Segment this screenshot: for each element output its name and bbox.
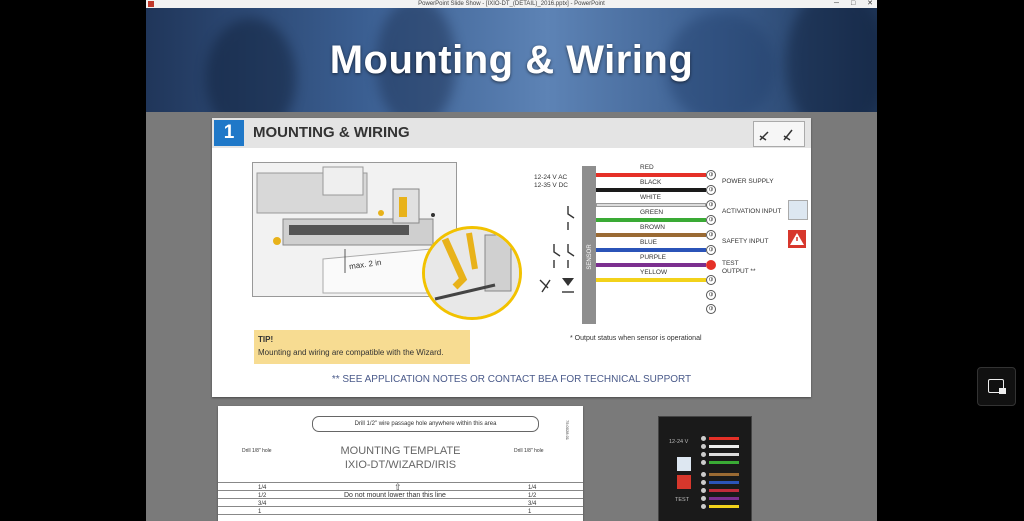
wire-label: BLACK	[640, 179, 662, 186]
voltage-label: 12-24 V AC 12-35 V DC	[534, 174, 568, 190]
window-controls: ─ □ ✕	[824, 0, 873, 8]
template-title: MOUNTING TEMPLATE IXIO-DT/WIZARD/IRIS	[218, 444, 583, 472]
activation-icon	[788, 200, 808, 220]
safety-warning-icon	[677, 475, 691, 489]
drill-hole-right-label: Drill 1/8" hole	[514, 448, 544, 454]
mounting-wiring-card: 1 MOUNTING & WIRING	[212, 118, 811, 397]
template-title-line2: IXIO-DT/WIZARD/IRIS	[344, 459, 457, 471]
slide-banner: Mounting & Wiring	[146, 8, 877, 112]
wire-line	[596, 173, 706, 177]
wire-blue: BLUE	[596, 239, 706, 256]
slideshow-window: PowerPoint Slide Show - [IXIO-DT_(DETAIL…	[146, 0, 877, 521]
wire-line	[596, 263, 706, 267]
wire-label: PURPLE	[640, 254, 667, 261]
terminal-active-icon	[706, 260, 716, 270]
slide-body: 1 MOUNTING & WIRING	[146, 112, 877, 521]
wire-line	[596, 248, 706, 252]
panel-test-label: TEST	[675, 497, 690, 503]
mounting-template: Drill 1/2" wire passage hole anywhere wi…	[218, 406, 583, 521]
step-number: 1	[214, 120, 244, 146]
fraction-label: 1/4	[528, 485, 537, 491]
powerpoint-icon	[148, 1, 154, 7]
picture-in-picture-button[interactable]	[977, 367, 1016, 406]
wire-line	[596, 218, 706, 222]
maximize-button[interactable]: □	[850, 0, 856, 7]
panel-voltage-label: 12-24 V	[669, 439, 689, 445]
mounting-illustration	[252, 162, 457, 297]
wire-label: WHITE	[640, 194, 661, 201]
terminal-icon: ⦶	[706, 215, 716, 225]
relay-symbols	[534, 196, 578, 296]
window-titlebar[interactable]: PowerPoint Slide Show - [IXIO-DT_(DETAIL…	[146, 0, 877, 8]
safety-input-label: SAFETY INPUT	[722, 238, 769, 245]
output-status-note: * Output status when sensor is operation…	[570, 335, 702, 342]
tip-text: Mounting and wiring are compatible with …	[258, 348, 444, 357]
terminal-icon: ⦶	[706, 200, 716, 210]
sensor-block	[582, 166, 596, 324]
template-code: 75.0028.01	[565, 420, 570, 441]
fraction-label: 3/4	[528, 501, 537, 507]
wire-black: BLACK	[596, 179, 706, 196]
fraction-label: 1	[528, 509, 532, 515]
safety-warning-icon	[788, 230, 806, 248]
tip-title: TIP!	[258, 335, 274, 344]
test-label: TEST	[722, 260, 739, 267]
wire-label: BROWN	[640, 224, 665, 231]
wire-label: YELLOW	[640, 269, 668, 276]
minimize-button[interactable]: ─	[834, 0, 839, 7]
sensor-label: SENSOR	[587, 244, 593, 270]
wiring-thumbnail-panel: 12-24 V TEST	[658, 416, 752, 521]
terminal-icon: ⦶	[706, 170, 716, 180]
wire-line	[596, 278, 706, 282]
terminal-icon: ⦶	[706, 185, 716, 195]
power-supply-label: POWER SUPPLY	[722, 178, 774, 185]
slide-title: Mounting & Wiring	[329, 38, 694, 82]
drill-hole-left-label: Drill 1/8" hole	[242, 448, 272, 454]
up-arrow-icon: ⇧	[394, 482, 402, 492]
wire-red: RED	[596, 164, 706, 181]
wire-line	[596, 233, 706, 237]
fraction-label: 1	[258, 509, 262, 515]
fraction-label: 1/2	[528, 493, 537, 499]
fraction-label: 1/2	[258, 493, 267, 499]
support-note: ** SEE APPLICATION NOTES OR CONTACT BEA …	[331, 374, 692, 385]
terminal-icon: ⦶	[706, 275, 716, 285]
output-label: OUTPUT **	[722, 268, 756, 275]
wiring-tools-icon	[753, 121, 805, 147]
voltage-ac: 12-24 V AC	[534, 174, 568, 181]
terminal-icon: ⦶	[706, 230, 716, 240]
drill-area-label: Drill 1/2" wire passage hole anywhere wi…	[312, 416, 539, 432]
wire-white: WHITE	[596, 194, 706, 211]
no-mount-line-label: Do not mount lower than this line	[344, 492, 446, 499]
wire-brown: BROWN	[596, 224, 706, 241]
wire-purple: PURPLE	[596, 254, 706, 271]
fraction-label: 3/4	[258, 501, 267, 507]
activation-input-label: ACTIVATION INPUT	[722, 208, 782, 215]
template-title-line1: MOUNTING TEMPLATE	[340, 445, 461, 457]
fraction-label: 1/4	[258, 485, 267, 491]
voltage-dc: 12-35 V DC	[534, 182, 568, 189]
wire-green: GREEN	[596, 209, 706, 226]
wire-label: BLUE	[640, 239, 657, 246]
wire-label: GREEN	[640, 209, 664, 216]
terminal-icon: ⦶	[706, 304, 716, 314]
wire-yellow: YELLOW	[596, 269, 706, 286]
tip-box: TIP! Mounting and wiring are compatible …	[254, 330, 470, 364]
activation-icon	[677, 457, 691, 471]
wire-label: RED	[640, 164, 654, 171]
close-button[interactable]: ✕	[867, 0, 873, 7]
wire-line	[596, 188, 706, 192]
window-title: PowerPoint Slide Show - [IXIO-DT_(DETAIL…	[418, 1, 605, 7]
wiring-diagram: 12-24 V AC 12-35 V DC SENSOR	[534, 164, 814, 406]
card-header: 1 MOUNTING & WIRING	[212, 118, 811, 148]
terminal-icon: ⦶	[706, 290, 716, 300]
zoom-detail-circle	[422, 226, 522, 320]
wire-line	[596, 203, 706, 207]
pip-icon	[988, 379, 1004, 393]
terminal-icon: ⦶	[706, 245, 716, 255]
card-heading: MOUNTING & WIRING	[253, 124, 410, 141]
